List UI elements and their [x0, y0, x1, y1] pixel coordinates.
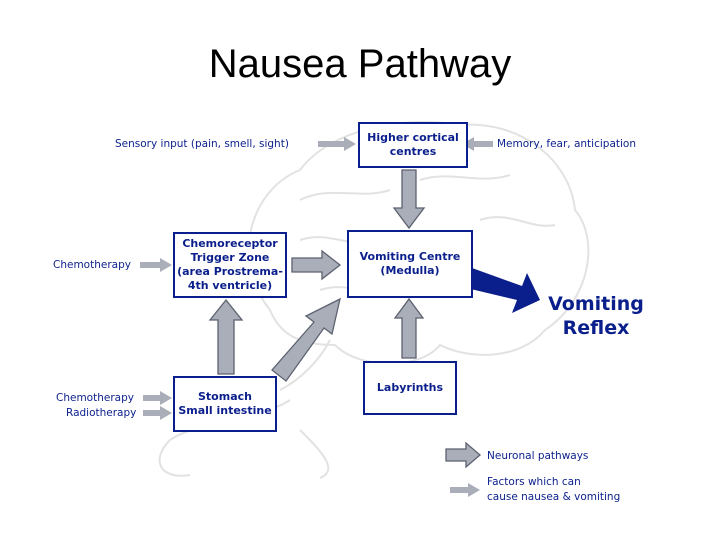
- memory-fear-label: Memory, fear, anticipation: [497, 138, 636, 150]
- arrow-stomach-to-ctz: [208, 298, 244, 375]
- chemotherapy-ctz-label: Chemotherapy: [53, 259, 131, 271]
- labyrinths-box: Labyrinths: [363, 361, 457, 415]
- neuronal-arrows: [208, 169, 426, 382]
- reflex-arrow: [458, 268, 540, 313]
- arrow-stomach-to-vc: [271, 297, 341, 382]
- legend-factor-arrow-icon: [450, 483, 480, 497]
- legend-factors-label: Factors which can cause nausea & vomitin…: [487, 476, 621, 503]
- legend-neuronal-arrow-icon: [445, 441, 481, 469]
- sensory-input-label: Sensory input (pain, smell, sight): [115, 138, 289, 150]
- vomiting-reflex-label: Vomiting Reflex: [548, 293, 644, 339]
- factor-arrows: [140, 137, 493, 420]
- arrow-lab-to-vc: [393, 297, 425, 359]
- stomach-small-intestine-box: Stomach Small intestine: [173, 376, 277, 432]
- higher-cortical-box: Higher cortical centres: [358, 122, 468, 168]
- legend-neuronal-label: Neuronal pathways: [487, 450, 589, 462]
- radiotherapy-label: Radiotherapy: [66, 407, 137, 419]
- arrow-cortical-to-vc: [392, 169, 426, 230]
- vomiting-centre-box: Vomiting Centre (Medulla): [347, 230, 473, 298]
- page-title: Nausea Pathway: [208, 42, 512, 86]
- chemoreceptor-trigger-zone-box: Chemoreceptor Trigger Zone (area Prostre…: [173, 232, 287, 298]
- chemotherapy-stomach-label: Chemotherapy: [56, 392, 134, 404]
- arrow-ctz-to-vc: [291, 249, 342, 281]
